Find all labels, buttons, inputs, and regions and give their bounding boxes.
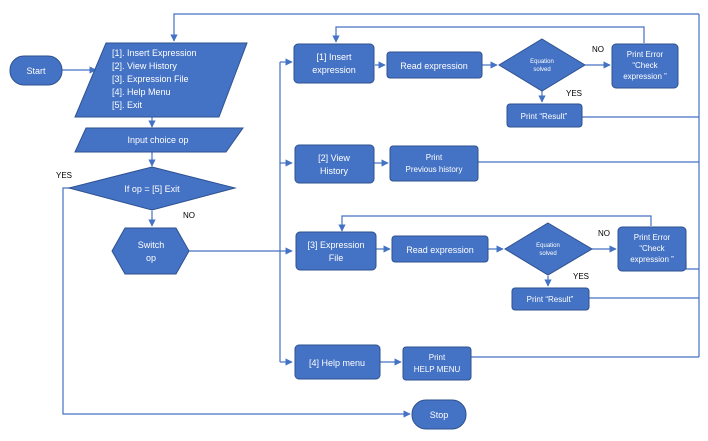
b3-error-line1: Print Error <box>634 233 671 242</box>
b2-title-line1: [2] View <box>318 153 350 163</box>
b1-result-label: Print “Result” <box>521 112 568 121</box>
b3-decision-diamond <box>504 222 593 276</box>
b2-print-box <box>389 145 479 182</box>
b3-no-label: NO <box>598 229 610 238</box>
menu-node: [1]. Insert Expression [2]. View History… <box>74 42 248 118</box>
b3-error-return-line <box>685 260 699 270</box>
start-node: Start <box>9 55 63 86</box>
exit-decision-label: If op = [5] Exit <box>124 184 180 194</box>
b3-decision-line1: Equation <box>536 243 560 249</box>
b3-decision-line2: solved <box>539 251 556 257</box>
b3-result-label: Print “Result” <box>527 295 574 304</box>
b3-result-box <box>511 287 590 311</box>
exit-decision-diamond <box>67 166 237 211</box>
b2-print-line2: Previous history <box>406 165 463 174</box>
start-label: Start <box>26 66 46 76</box>
b1-error-line2: “Check <box>632 61 658 70</box>
branch-expression-file: [3] Expression File Read expression Equa… <box>295 222 687 311</box>
menu-item-3: [3]. Expression File <box>112 74 189 84</box>
exit-yes-label: YES <box>56 171 72 180</box>
b4-title-box <box>294 344 381 380</box>
b4-print-line1: Print <box>429 353 446 362</box>
b1-decision-diamond <box>498 38 586 92</box>
b1-title-box <box>293 43 375 84</box>
menu-item-4: [4]. Help Menu <box>112 87 171 97</box>
b1-decision-line2: solved <box>533 67 550 73</box>
switch-label-1: Switch <box>138 240 165 250</box>
b1-yes-label: YES <box>566 89 582 98</box>
b1-decision-line1: Equation <box>530 59 554 65</box>
exit-yes-to-stop-line <box>62 187 411 418</box>
b1-error-box <box>611 43 679 89</box>
b1-read-label: Read expression <box>400 61 468 71</box>
stop-terminal <box>411 399 467 430</box>
b2-print-line1: Print <box>426 153 443 162</box>
b3-title-line2: File <box>329 253 344 263</box>
menu-item-5: [5]. Exit <box>112 100 143 110</box>
stop-label: Stop <box>430 410 449 420</box>
b3-read-label: Read expression <box>406 245 474 255</box>
b4-title-label: [4] Help menu <box>309 358 365 368</box>
switch-node: Switch op <box>111 227 190 275</box>
b3-error-line2: “Check <box>639 244 665 253</box>
b4-print-line2: HELP MENU <box>414 365 461 374</box>
stop-node: Stop <box>411 399 467 430</box>
b1-error-line1: Print Error <box>627 50 664 59</box>
b1-title-line1: [1] Insert <box>316 52 352 62</box>
return-to-menu-line <box>170 13 699 42</box>
branch-view-history: [2] View History Print Previous history <box>294 144 479 184</box>
input-parallelogram <box>74 127 244 153</box>
connectors: YES NO NO YES NO YES <box>56 13 700 418</box>
input-node: Input choice op <box>74 127 244 153</box>
b2-title-line2: History <box>320 166 349 176</box>
branch-insert-expression: [1] Insert expression Read expression Eq… <box>293 38 679 128</box>
branch-help-menu: [4] Help menu Print HELP MENU <box>294 344 472 381</box>
b3-title-box <box>295 231 377 271</box>
exit-no-label: NO <box>183 211 195 220</box>
menu-parallelogram <box>74 42 248 118</box>
b3-title-line1: [3] Expression <box>307 240 364 250</box>
b3-yes-label: YES <box>573 272 589 281</box>
b1-read-box <box>386 51 483 79</box>
b3-error-loop-line <box>338 215 652 232</box>
start-terminal <box>9 55 63 86</box>
b3-error-line3: expression ” <box>630 255 674 264</box>
menu-item-2: [2]. View History <box>112 61 177 71</box>
b3-error-box <box>617 226 687 272</box>
b1-title-line2: expression <box>312 65 356 75</box>
menu-item-1: [1]. Insert Expression <box>112 48 197 58</box>
b1-error-line3: expression ” <box>623 72 667 81</box>
switch-hexagon <box>111 227 190 275</box>
switch-label-2: op <box>146 253 156 263</box>
b1-result-box <box>506 103 583 128</box>
input-label: Input choice op <box>127 135 188 145</box>
b1-error-loop-line <box>332 26 645 43</box>
b3-read-box <box>391 235 489 263</box>
b2-title-box <box>294 144 375 184</box>
b4-print-box <box>402 346 472 381</box>
exit-decision-node: If op = [5] Exit <box>67 166 237 211</box>
b1-no-label: NO <box>592 45 604 54</box>
